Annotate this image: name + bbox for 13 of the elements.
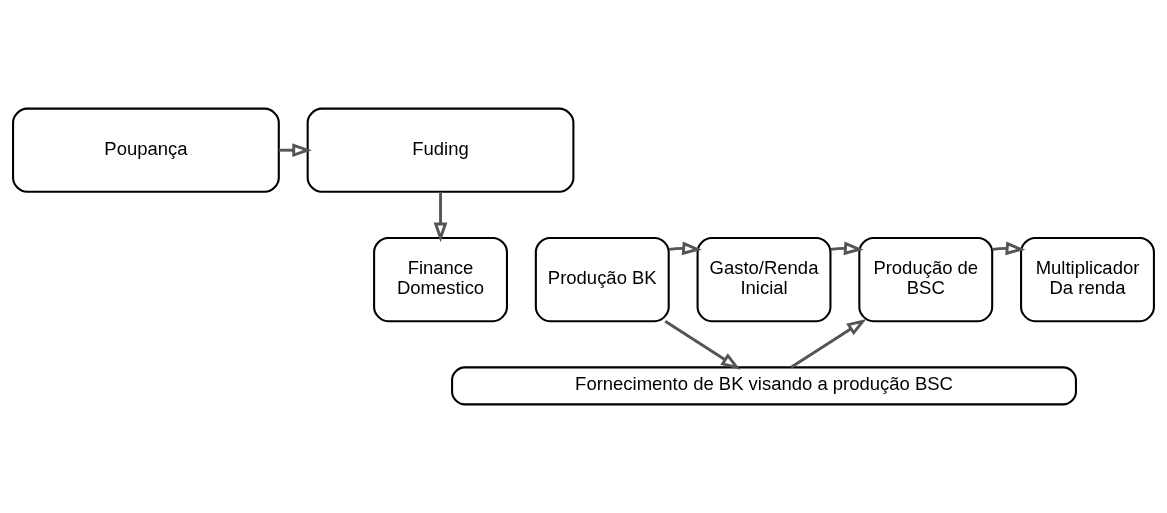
node-box: Fuding [306, 107, 575, 193]
arrow [790, 318, 867, 369]
node-box: Fornecimento de BK visando a produção BSC [451, 366, 1077, 406]
node-box: Multiplicador Da renda [1020, 237, 1155, 323]
arrow [664, 320, 741, 370]
node-box: Poupança [12, 107, 280, 193]
arrow [278, 143, 312, 158]
arrow [433, 191, 448, 243]
node-box: Finance Domestico [373, 237, 508, 323]
node-box: Produção de BSC [858, 237, 994, 323]
node-box: Gasto/Renda Inicial [696, 237, 832, 323]
arrow [992, 241, 1026, 256]
node-box: Produção BK [534, 237, 670, 323]
